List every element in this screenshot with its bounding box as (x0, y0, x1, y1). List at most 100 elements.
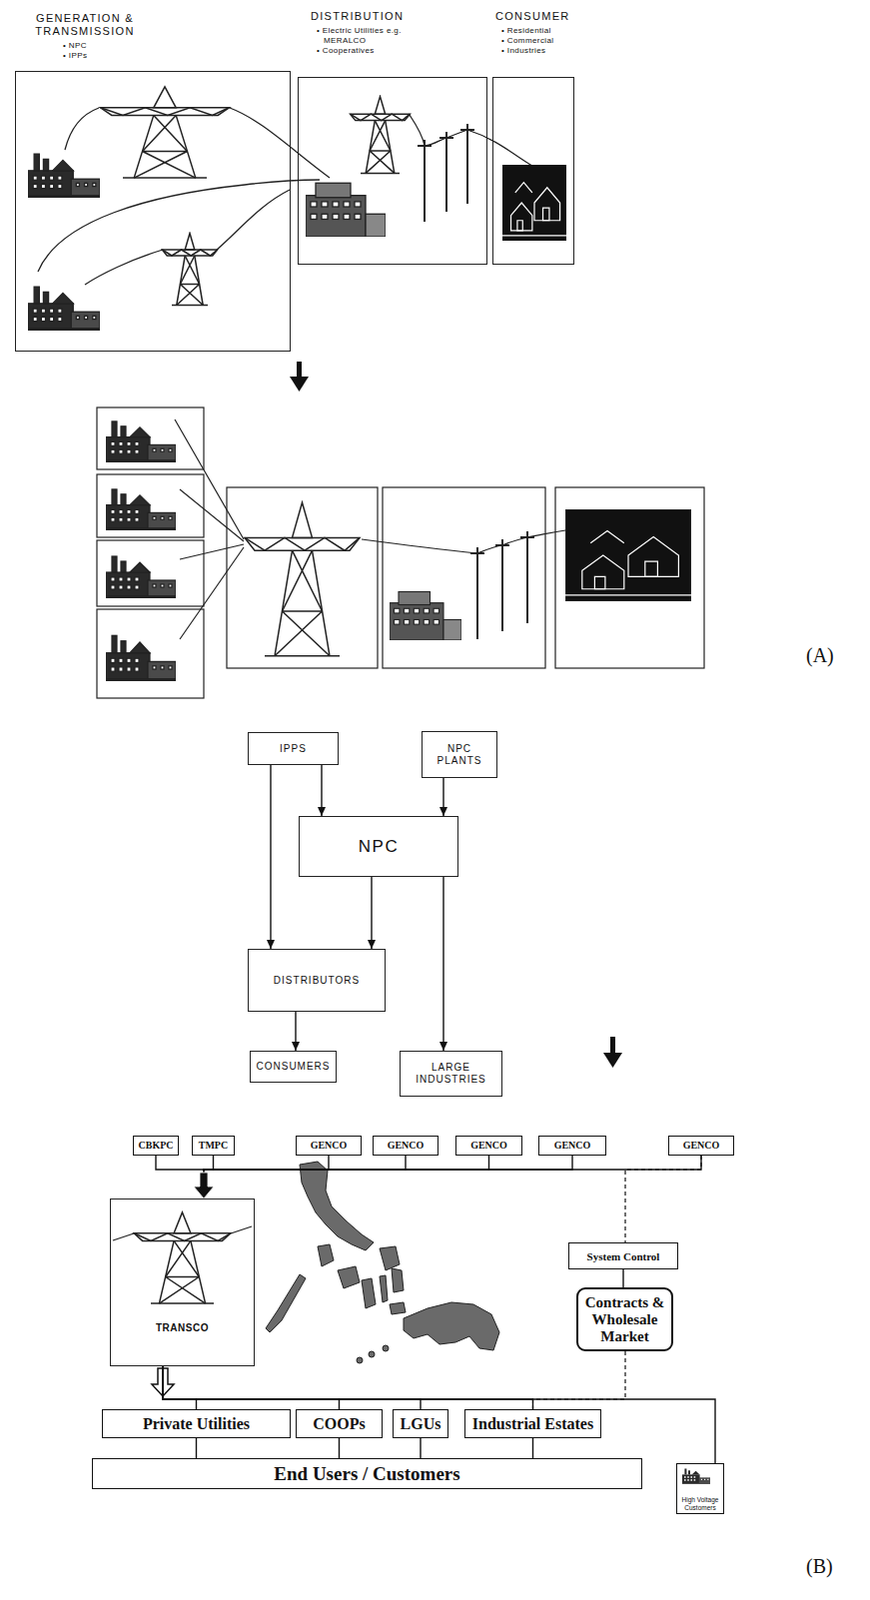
connector (162, 1366, 421, 1410)
column-heading-group: DISTRIBUTION• Electric Utilities e.g. ME… (310, 9, 461, 56)
bullet-item: • NPC (62, 40, 107, 51)
distribution-box (389, 591, 462, 641)
generation-plant-boxes (174, 419, 244, 640)
consumer-box (555, 487, 705, 669)
node-label: GENCO (310, 1139, 348, 1152)
customer-box: High Voltage Customers (676, 1463, 725, 1515)
node-label: CONSUMERS (256, 1060, 331, 1073)
panel-label: (B) (806, 1555, 834, 1578)
philippines-map (337, 1266, 360, 1289)
connector (367, 876, 376, 949)
generation-picture (84, 249, 163, 285)
connector-line (370, 876, 372, 949)
bullet-item: • Commercial (501, 35, 582, 46)
consumer-picture (502, 164, 567, 241)
down-arrow (610, 1036, 616, 1054)
generation-plant-boxes (96, 609, 204, 699)
connector (439, 778, 448, 817)
process-box: LARGE INDUSTRIES (399, 1050, 503, 1097)
connector-line (195, 1438, 197, 1459)
node-label: TRANSCO (152, 1322, 212, 1334)
connector (162, 1366, 197, 1410)
block-arrow (193, 1172, 214, 1199)
connector-line (269, 765, 271, 949)
connector-line (162, 1366, 340, 1410)
transmission-panel: TRANSCO (109, 1198, 255, 1367)
connector (195, 1438, 197, 1459)
connector-line (625, 1155, 702, 1243)
factory-icon (682, 1468, 711, 1485)
connector-line (203, 1155, 702, 1199)
down-arrow (289, 376, 309, 392)
process-box: DISTRIBUTORS (247, 948, 386, 1012)
consumer-box (555, 487, 705, 669)
connector-line (622, 1269, 624, 1288)
generation-plant-boxes (96, 540, 204, 607)
column-heading: GENERATION & TRANSMISSION (15, 11, 154, 38)
node-label: IPPS (279, 743, 307, 756)
generator-box: CBKPC (132, 1135, 179, 1156)
process-box: CONSUMERS (249, 1050, 337, 1083)
distributor-box: COOPs (295, 1409, 383, 1439)
philippines-map (379, 1246, 400, 1271)
generator-box: GENCO (668, 1135, 735, 1156)
consumer-box (565, 509, 692, 602)
generation-plant-boxes (105, 635, 176, 682)
customer-box: End Users / Customers (91, 1458, 643, 1490)
generation-picture (37, 179, 320, 272)
philippines-map (389, 1302, 406, 1315)
generation-plant-boxes (96, 407, 204, 470)
connector-line (442, 876, 444, 1051)
philippines-map (317, 1244, 334, 1267)
connector (291, 1011, 300, 1051)
transmission-box (226, 487, 378, 669)
connector-line (203, 1155, 490, 1199)
generation-plant-boxes (105, 556, 176, 599)
transmission-box (244, 502, 360, 657)
bullet-item: • Residential (501, 25, 582, 36)
generation-plant-boxes (105, 421, 176, 463)
down-arrow (603, 1036, 623, 1068)
connector-line (162, 1366, 421, 1410)
block-arrow (193, 1172, 214, 1199)
philippines-map (379, 1275, 388, 1303)
transmission-box (226, 487, 378, 669)
philippines-map (382, 1345, 389, 1352)
block-arrow (193, 1172, 214, 1199)
down-arrow (296, 361, 302, 378)
arrowhead (367, 939, 376, 949)
node-label: CBKPC (138, 1139, 174, 1152)
node-label: GENCO (554, 1139, 592, 1152)
generator-box: TMPC (191, 1135, 235, 1156)
philippines-map (368, 1351, 375, 1358)
distribution-box (382, 487, 546, 669)
generator-box: GENCO (372, 1135, 439, 1156)
connector (532, 1438, 534, 1459)
transco-tower (112, 1226, 252, 1241)
generation-picture (64, 107, 99, 150)
process-box: NPC PLANTS (421, 731, 498, 779)
node-label: Private Utilities (142, 1414, 250, 1434)
block-arrow (193, 1172, 214, 1199)
connector (193, 1155, 214, 1199)
arrowhead (266, 939, 275, 949)
process-box: NPC (298, 816, 459, 877)
down-arrow (603, 1052, 623, 1068)
node-label: GENCO (387, 1139, 425, 1152)
down-arrow (289, 361, 309, 392)
connector (420, 1438, 422, 1459)
factory-icon (682, 1468, 711, 1485)
bullet-item: • Industries (501, 45, 582, 56)
illustration-panel: GENERATION & TRANSMISSION• NPC• IPPs (14, 70, 291, 352)
connector (162, 1366, 340, 1410)
node-label: DISTRIBUTORS (273, 974, 360, 987)
distribution-picture (409, 114, 540, 170)
distributor-box: LGUs (392, 1409, 449, 1439)
arrowhead (439, 807, 448, 817)
generator-box: GENCO (538, 1135, 607, 1156)
column-heading: CONSUMER (495, 9, 571, 23)
connector (338, 1438, 340, 1459)
